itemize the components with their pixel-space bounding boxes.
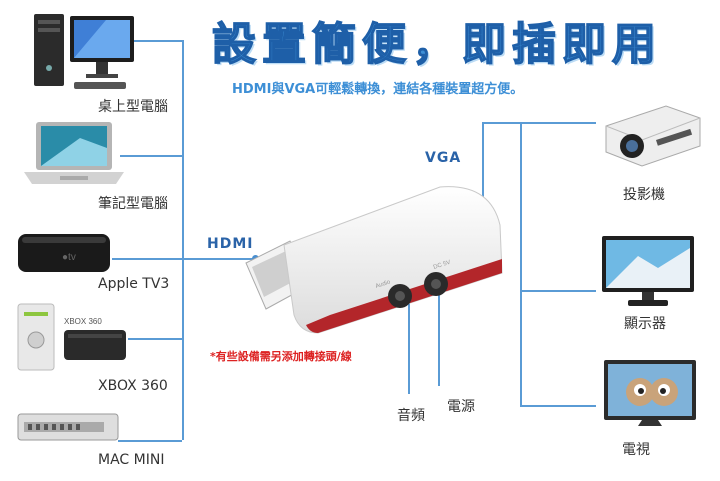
source-label-xbox: XBOX 360 <box>98 378 168 394</box>
power-label: 電源 <box>447 399 475 415</box>
branch-desktop-line <box>120 40 182 42</box>
source-label-appletv: Apple TV3 <box>98 276 170 292</box>
left-feed-line <box>184 258 254 260</box>
hdmi-port-label: HDMI <box>207 236 254 252</box>
branch-laptop-line <box>120 155 182 157</box>
branch-macmini-line <box>118 440 182 442</box>
power-callout-line <box>438 286 440 386</box>
branch-appletv-line <box>112 258 182 260</box>
branch-monitor-line <box>520 290 596 292</box>
device-power-label: DC 5V <box>433 260 452 271</box>
right-bus-line <box>520 122 522 407</box>
branch-tv-line <box>520 405 596 407</box>
apple-tv-icon: ●tv <box>18 234 110 272</box>
xbox-360-icon: XBOX 360 <box>17 303 126 371</box>
vga-port-label: VGA <box>425 150 462 166</box>
adapter-note: *有些設備需另添加轉接頭/線 <box>210 350 352 363</box>
output-label-tv: 電視 <box>622 442 650 458</box>
laptop-icon <box>24 122 124 184</box>
branch-projector-line <box>520 122 596 124</box>
right-top-line <box>482 122 520 124</box>
svg-text:●tv: ●tv <box>62 252 76 263</box>
projector-icon <box>605 105 701 167</box>
hdmi-vga-converter-icon: Audio DC 5V <box>245 186 503 334</box>
branch-xbox-line <box>128 338 182 340</box>
left-bus-line <box>182 40 184 440</box>
device-audio-label: Audio <box>375 279 392 290</box>
desktop-pc-icon <box>34 14 134 89</box>
page-subtitle: HDMI與VGA可輕鬆轉換，連結各種裝置超方便。 <box>232 82 524 97</box>
audio-callout-line <box>408 298 410 394</box>
monitor-icon <box>602 236 694 306</box>
tv-icon <box>604 360 696 426</box>
output-label-projector: 投影機 <box>623 187 665 203</box>
audio-label: 音頻 <box>397 408 425 424</box>
output-label-monitor: 顯示器 <box>624 316 666 332</box>
source-label-macmini: MAC MINI <box>98 452 165 468</box>
source-label-desktop: 桌上型電腦 <box>98 99 168 115</box>
xbox-logo-text: XBOX 360 <box>64 317 102 326</box>
right-feed-line <box>482 122 484 222</box>
page-title: 設置簡便，即插即用 <box>211 18 662 71</box>
mac-mini-icon <box>17 413 119 441</box>
source-label-laptop: 筆記型電腦 <box>98 196 168 212</box>
